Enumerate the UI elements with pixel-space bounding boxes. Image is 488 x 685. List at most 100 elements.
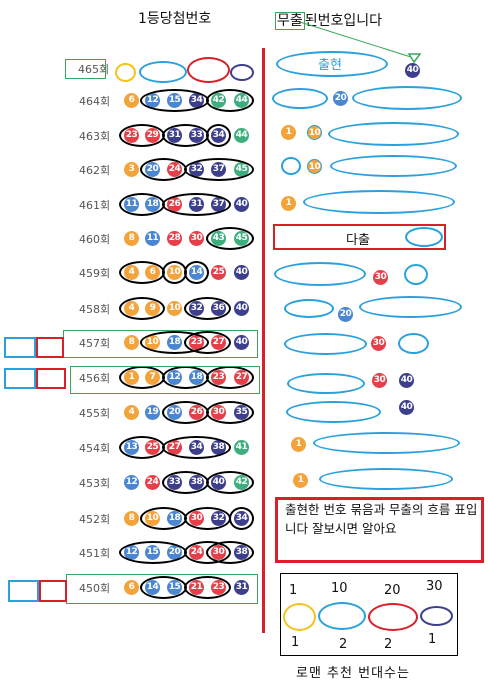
round-label: 452회: [79, 513, 111, 526]
group-ring: [206, 401, 254, 424]
number-ball: 40: [234, 301, 249, 316]
r462-oval: [330, 155, 457, 177]
number-ball: 8: [124, 231, 139, 246]
number-ball: 10: [167, 301, 182, 316]
group-ring: [206, 124, 231, 147]
red-box-456: [36, 368, 66, 389]
r464-oval-b: [352, 86, 462, 110]
oval-465-yellow: [115, 63, 136, 82]
legend-caption: 로맨 추천 번대수는: [296, 666, 410, 681]
number-ball: 41: [234, 440, 249, 455]
r457-oval-small: [398, 333, 429, 354]
group-ring: [206, 541, 254, 564]
r462-ball-10: 10: [307, 159, 322, 174]
group-ring: [229, 507, 254, 530]
nomiss-boxed: 무출: [275, 12, 305, 30]
oval-465-navy: [230, 64, 254, 81]
group-ring: [162, 436, 231, 459]
r454-oval: [313, 432, 460, 454]
number-ball: 6: [124, 93, 139, 108]
group-ring: [206, 227, 254, 250]
group-ring: [206, 89, 254, 112]
legend-top-10: 10: [331, 581, 348, 596]
box-465: [65, 59, 106, 79]
number-ball: 8: [124, 511, 139, 526]
number-ball: 44: [234, 128, 249, 143]
number-ball: 4: [124, 405, 139, 420]
r456-ball-40: 40: [399, 373, 414, 388]
group-ring: [184, 576, 231, 599]
red-box-450: [39, 580, 67, 602]
r463-ball-1: 1: [281, 125, 296, 140]
legend-oval-navy: [420, 606, 453, 626]
round-label: 453회: [79, 477, 111, 490]
group-ring: [184, 261, 209, 284]
legend-bottom-2b: 2: [384, 637, 393, 652]
r455-oval: [286, 401, 381, 423]
r463-oval: [328, 122, 459, 146]
legend-bottom-1: 1: [291, 635, 300, 650]
page-title: 1등당첨번호: [138, 11, 212, 27]
chulhyeon-label: 출현: [318, 58, 342, 73]
r457-oval: [284, 333, 367, 355]
legend-box: [280, 573, 458, 656]
round-label: 461회: [79, 199, 111, 212]
r459-oval-small: [404, 264, 428, 285]
group-ring: [206, 366, 254, 389]
oval-465-red: [187, 57, 230, 83]
chulhyeon-oval: [276, 51, 388, 77]
r456-ball-30: 30: [372, 373, 387, 388]
box-456: [70, 366, 260, 394]
r456-oval: [287, 373, 365, 394]
r464-oval-a: [272, 88, 328, 109]
group-ring: [184, 158, 254, 181]
number-ball: 30: [189, 231, 204, 246]
round-label: 455회: [79, 407, 111, 420]
blue-box-456: [4, 368, 36, 389]
r461-ball-1: 1: [281, 196, 296, 211]
legend-oval-yellow: [283, 603, 316, 631]
round-label: 464회: [79, 95, 111, 108]
r453-ball-1: 1: [293, 473, 308, 488]
legend-top-1: 1: [289, 583, 298, 598]
dachul-box: [273, 224, 446, 250]
blue-box-450: [8, 580, 39, 602]
number-ball: 24: [145, 475, 160, 490]
r453-oval: [319, 468, 453, 490]
r464-ball-20: 20: [333, 91, 348, 106]
info-text: 출현한 번호 묶음과 무출의 흐름 표입니다 잘보시면 알아요: [285, 502, 478, 536]
round-label: 460회: [79, 233, 111, 246]
oval-465-cyan: [139, 61, 187, 83]
group-ring: [162, 193, 231, 216]
legend-oval-red: [368, 603, 418, 631]
r458-oval-b: [359, 296, 462, 318]
r457-ball-30: 30: [371, 336, 386, 351]
dachul-oval: [405, 227, 443, 247]
number-ball: 25: [211, 265, 226, 280]
r458-oval-a: [284, 299, 334, 318]
info-box: [275, 497, 484, 563]
round-label: 454회: [79, 442, 111, 455]
round-label: 451회: [79, 547, 111, 560]
legend-bottom-1b: 1: [428, 632, 437, 647]
legend-bottom-2a: 2: [339, 637, 348, 652]
number-ball: 3: [124, 162, 139, 177]
r462-oval-small: [281, 157, 301, 175]
round-label: 459회: [79, 267, 111, 280]
group-ring: [184, 297, 231, 320]
nomiss-rest: 된번호입니다: [304, 13, 383, 29]
number-ball: 12: [124, 475, 139, 490]
round-label: 462회: [79, 164, 111, 177]
number-ball: 11: [145, 231, 160, 246]
r461-oval: [303, 190, 455, 214]
legend-top-30: 30: [426, 579, 443, 594]
number-ball: 40: [234, 197, 249, 212]
r459-ball-30: 30: [373, 270, 388, 285]
right-ball-40-top: 40: [405, 63, 420, 78]
round-label: 458회: [79, 303, 111, 316]
group-ring: [206, 471, 254, 494]
group-ring: [119, 297, 165, 320]
legend-top-20: 20: [384, 583, 401, 598]
